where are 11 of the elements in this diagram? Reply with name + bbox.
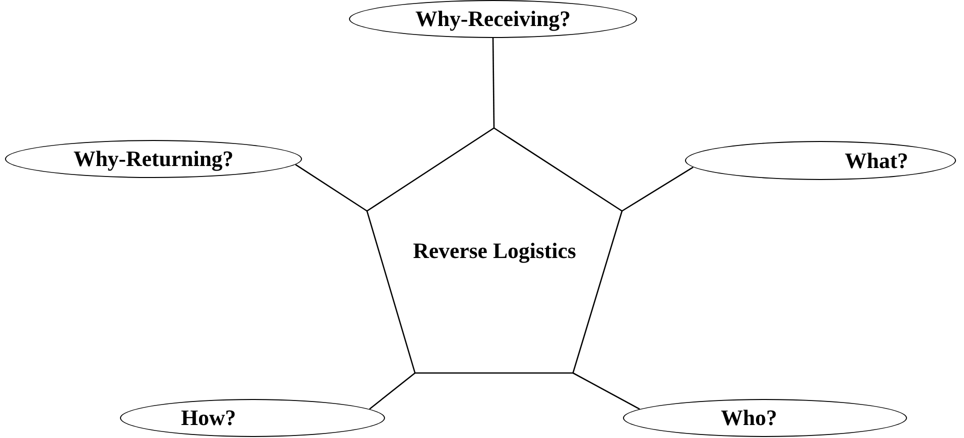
node-label: Why-Receiving? [415,5,571,34]
connector-line [492,38,495,128]
connector-line [572,372,640,410]
connector-line [295,164,368,212]
node-label: Reverse Logistics [412,236,576,265]
connector-line [369,372,416,410]
node-label: How? [181,404,236,432]
node-label: Who? [720,404,778,432]
node-label: Why-Returning? [73,145,234,174]
connector-line [622,166,694,212]
node-label: What? [844,146,908,175]
